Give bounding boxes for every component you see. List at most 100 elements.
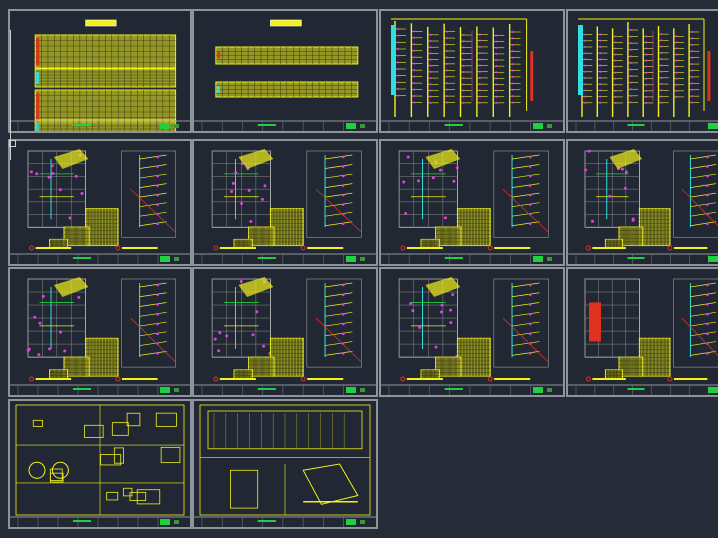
fixture-marker bbox=[449, 308, 453, 312]
iso-branch bbox=[139, 292, 167, 298]
plan-detail bbox=[230, 469, 259, 509]
iso-branch bbox=[324, 183, 353, 188]
iso-branch bbox=[511, 154, 540, 160]
stamp-green bbox=[160, 123, 170, 129]
fixture-marker bbox=[234, 171, 238, 175]
drawing-number-mark bbox=[257, 257, 276, 259]
fixture-marker bbox=[446, 62, 449, 65]
fixture-marker bbox=[629, 61, 632, 64]
legend-marker bbox=[216, 86, 220, 93]
fixture-marker bbox=[341, 332, 345, 336]
fixture-marker bbox=[495, 52, 498, 55]
fixture-marker bbox=[230, 190, 234, 194]
fixture-marker bbox=[77, 295, 81, 299]
fixture-marker bbox=[260, 197, 264, 201]
iso-branch bbox=[324, 341, 353, 346]
fixture-marker bbox=[584, 76, 586, 79]
fixture-marker bbox=[528, 174, 532, 178]
stamp-small bbox=[547, 388, 552, 392]
fixture-marker bbox=[629, 75, 632, 78]
drawing-sheet-14[interactable] bbox=[192, 399, 378, 529]
iso-branch bbox=[139, 282, 167, 288]
riser-plan-outline bbox=[493, 278, 549, 368]
iso-branch bbox=[511, 202, 540, 208]
fixture-marker bbox=[59, 330, 63, 334]
fixture-marker bbox=[478, 89, 481, 92]
isometric-header bbox=[425, 149, 461, 169]
stamp-green bbox=[160, 387, 170, 393]
iso-branch bbox=[511, 331, 540, 337]
fixture-marker bbox=[451, 293, 455, 297]
fixture-marker bbox=[462, 52, 465, 55]
fixture-marker bbox=[341, 352, 345, 355]
drawing-sheet-9[interactable] bbox=[8, 267, 192, 397]
fixture-marker bbox=[413, 56, 416, 59]
iso-branch bbox=[690, 202, 716, 208]
fixture-marker bbox=[478, 83, 481, 86]
fixture-marker bbox=[397, 88, 399, 91]
fixture-marker bbox=[691, 75, 694, 78]
fixture-marker bbox=[462, 64, 465, 67]
detail-drawing bbox=[160, 446, 181, 464]
fixture-marker bbox=[462, 95, 465, 98]
drawing-sheet-3[interactable] bbox=[379, 9, 565, 133]
drawing-sheet-1[interactable] bbox=[8, 9, 192, 133]
sheet-title-label bbox=[85, 19, 117, 27]
drawing-sheet-6[interactable] bbox=[192, 139, 378, 266]
fixture-marker bbox=[528, 352, 532, 355]
fixture-marker bbox=[706, 293, 709, 297]
iso-branch bbox=[690, 282, 716, 288]
detail-drawing bbox=[126, 412, 141, 427]
fixture-marker bbox=[156, 203, 159, 206]
iso-branch bbox=[690, 321, 716, 327]
drawing-sheet-10[interactable] bbox=[192, 267, 378, 397]
fixture-marker bbox=[429, 83, 432, 86]
drawing-sheet-11[interactable] bbox=[379, 267, 565, 397]
fixture-marker bbox=[397, 48, 399, 51]
iso-branch bbox=[139, 302, 167, 307]
iso-branch bbox=[324, 321, 353, 327]
fixture-marker bbox=[156, 303, 159, 306]
fixture-marker bbox=[341, 203, 345, 206]
drawing-sheet-5[interactable] bbox=[8, 139, 192, 266]
drawing-sheet-13[interactable] bbox=[8, 399, 192, 529]
sheet-title-label bbox=[270, 19, 302, 27]
fixture-marker bbox=[584, 52, 586, 55]
iso-branch bbox=[324, 331, 353, 337]
fixture-marker bbox=[455, 166, 459, 170]
cursor-crosshair bbox=[10, 30, 11, 160]
fixture-marker bbox=[629, 81, 632, 84]
fixture-marker bbox=[446, 75, 449, 78]
drawing-sheet-4[interactable] bbox=[566, 9, 718, 133]
fixture-marker bbox=[528, 155, 532, 159]
iso-branch bbox=[511, 341, 540, 346]
iso-branch bbox=[511, 351, 540, 356]
drawing-sheet-2[interactable] bbox=[192, 9, 378, 133]
stamp-green bbox=[346, 387, 356, 393]
fixture-marker bbox=[706, 283, 709, 287]
fixture-marker bbox=[706, 222, 709, 226]
iso-branch bbox=[690, 331, 716, 337]
drawing-sheet-8[interactable] bbox=[566, 139, 718, 266]
fixture-marker bbox=[599, 39, 602, 42]
fixture-marker bbox=[446, 69, 449, 72]
detail-circle bbox=[51, 461, 69, 479]
fixture-marker bbox=[58, 188, 62, 192]
fixture-marker bbox=[584, 64, 586, 67]
pipe-red bbox=[315, 188, 362, 233]
fixture-marker bbox=[341, 322, 345, 326]
label-bubble bbox=[400, 245, 406, 251]
fixture-marker bbox=[429, 70, 432, 73]
drawing-sheet-12[interactable] bbox=[566, 267, 718, 397]
drawing-sheet-7[interactable] bbox=[379, 139, 565, 266]
fixture-marker bbox=[462, 40, 465, 43]
sheet-drawing bbox=[568, 149, 718, 264]
stamp-small bbox=[174, 124, 179, 128]
fixture-marker bbox=[614, 53, 617, 56]
fixture-marker bbox=[511, 56, 514, 59]
fixture-marker bbox=[584, 101, 586, 104]
drawing-number-mark bbox=[627, 388, 645, 390]
iso-branch bbox=[690, 173, 716, 179]
stamp-small bbox=[360, 124, 365, 128]
isometric-header bbox=[53, 277, 89, 297]
